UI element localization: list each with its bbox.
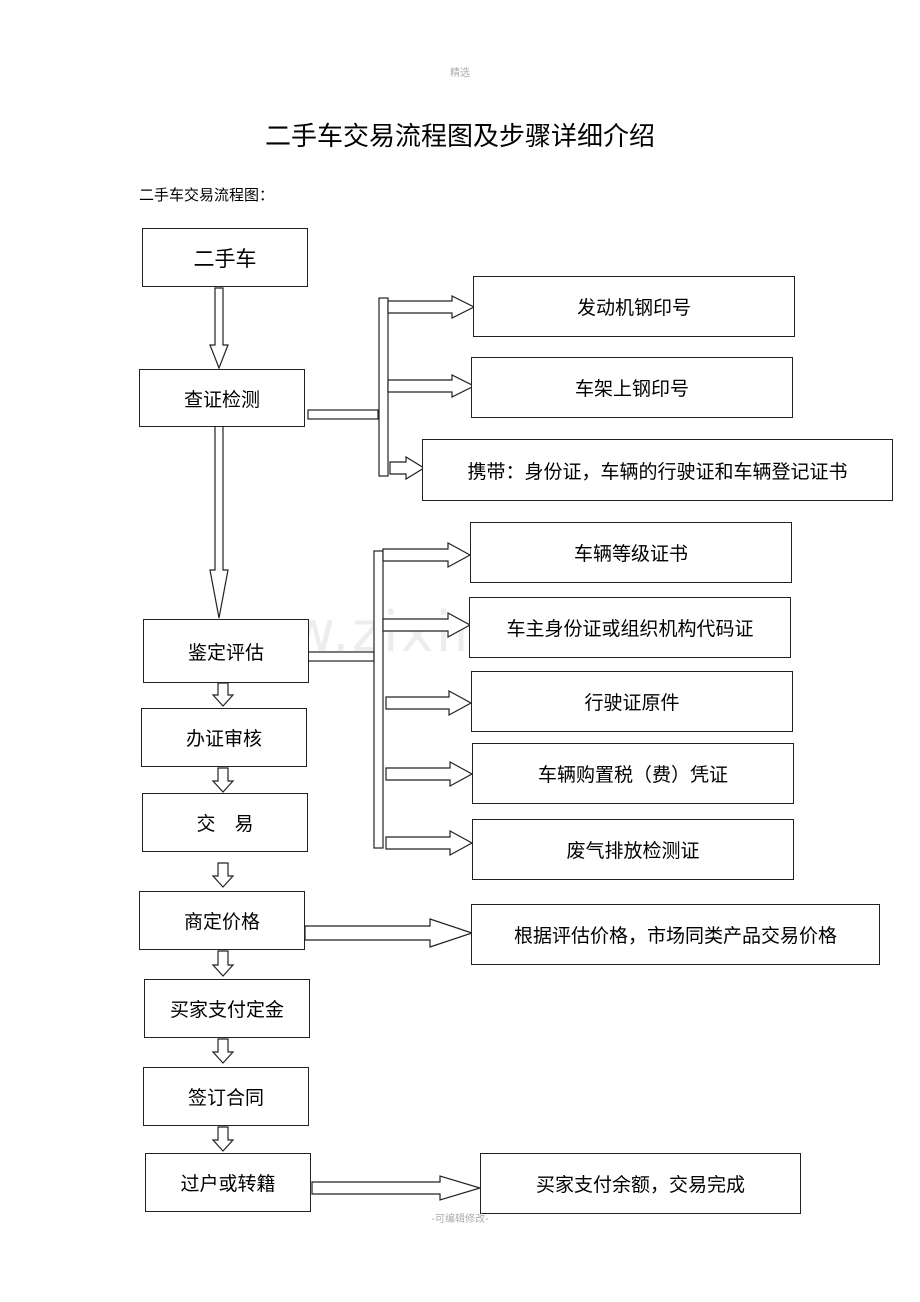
arrow-down — [211, 950, 235, 977]
page-footer: -可编辑修改- — [431, 1214, 489, 1225]
arrow-right — [311, 1175, 483, 1201]
arrow-right — [304, 918, 474, 948]
flow-step: 过户或转籍 — [145, 1153, 311, 1212]
diagram-caption: 二手车交易流程图： — [139, 186, 275, 204]
check-item: 携带：身份证，车辆的行驶证和车辆登记证书 — [422, 439, 893, 501]
arrow-right — [382, 541, 472, 569]
flow-step: 买家支付定金 — [144, 979, 310, 1038]
arrow-right — [385, 689, 473, 717]
arrow-down — [211, 862, 235, 888]
connector-bar — [307, 409, 379, 420]
flow-step: 查证检测 — [139, 369, 305, 427]
arrow-down — [209, 287, 229, 370]
arrow-down — [211, 767, 235, 793]
page-header: 精选 — [450, 68, 470, 79]
arrow-right — [385, 760, 474, 788]
arrow-right — [389, 455, 426, 481]
appraisal-doc: 废气排放检测证 — [472, 819, 794, 880]
price-basis: 根据评估价格，市场同类产品交易价格 — [471, 904, 880, 965]
arrow-down — [209, 425, 229, 619]
appraisal-doc: 车辆购置税（费）凭证 — [472, 743, 794, 804]
final-step: 买家支付余额，交易完成 — [480, 1153, 801, 1214]
flow-step: 签订合同 — [143, 1067, 309, 1126]
arrow-down — [211, 1038, 235, 1064]
arrow-right — [387, 295, 476, 319]
flow-step: 鉴定评估 — [143, 619, 309, 683]
flow-step: 交 易 — [142, 793, 308, 852]
arrow-down — [211, 1126, 235, 1152]
bracket-bar — [373, 550, 384, 849]
arrow-right — [382, 611, 472, 639]
flow-step: 二手车 — [142, 228, 308, 287]
appraisal-doc: 车主身份证或组织机构代码证 — [469, 597, 791, 658]
check-item: 车架上钢印号 — [471, 357, 793, 418]
arrow-right — [387, 374, 476, 398]
flow-step: 办证审核 — [141, 708, 307, 767]
connector-bar — [307, 651, 375, 662]
check-item: 发动机钢印号 — [473, 276, 795, 337]
flow-step: 商定价格 — [139, 891, 305, 950]
appraisal-doc: 车辆等级证书 — [470, 522, 792, 583]
arrow-down — [211, 682, 235, 707]
arrow-right — [385, 829, 474, 857]
appraisal-doc: 行驶证原件 — [471, 671, 793, 732]
bracket-bar — [378, 297, 389, 477]
page-title: 二手车交易流程图及步骤详细介绍 — [264, 122, 655, 152]
